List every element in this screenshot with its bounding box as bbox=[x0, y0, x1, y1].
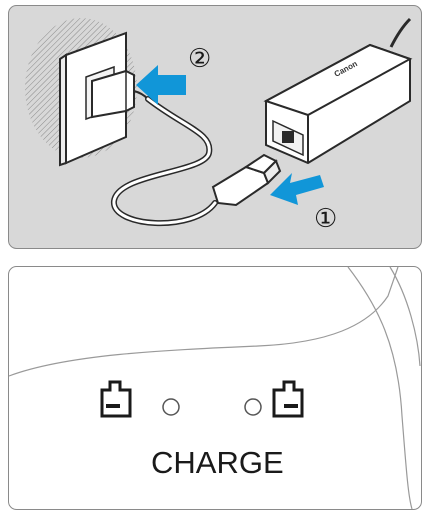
charge-lamp-left bbox=[162, 398, 180, 416]
charge-lamp-illustration: CHARGE bbox=[8, 266, 422, 510]
connection-illustration-panel: Canon ② ① bbox=[8, 5, 422, 249]
charge-port-icon-right bbox=[272, 380, 304, 418]
panel-background bbox=[8, 266, 422, 510]
charge-label: CHARGE bbox=[151, 445, 284, 480]
step-2-label: ② bbox=[188, 44, 211, 74]
power-plug bbox=[91, 69, 149, 119]
insert-arrow-step-2 bbox=[136, 65, 186, 105]
charge-port-icon-left bbox=[100, 380, 132, 418]
camera-body-contour bbox=[8, 266, 399, 377]
connection-illustration: Canon ② ① bbox=[8, 5, 422, 249]
cord-connector bbox=[211, 153, 282, 207]
charge-lamp-right bbox=[244, 398, 262, 416]
charge-lamp-panel: CHARGE bbox=[8, 266, 422, 510]
camera-grip-contour bbox=[347, 266, 413, 510]
step-1-label: ① bbox=[314, 204, 337, 234]
ac-adapter: Canon bbox=[263, 17, 413, 165]
insert-arrow-step-1 bbox=[270, 173, 324, 205]
camera-edge-contour bbox=[389, 266, 421, 367]
